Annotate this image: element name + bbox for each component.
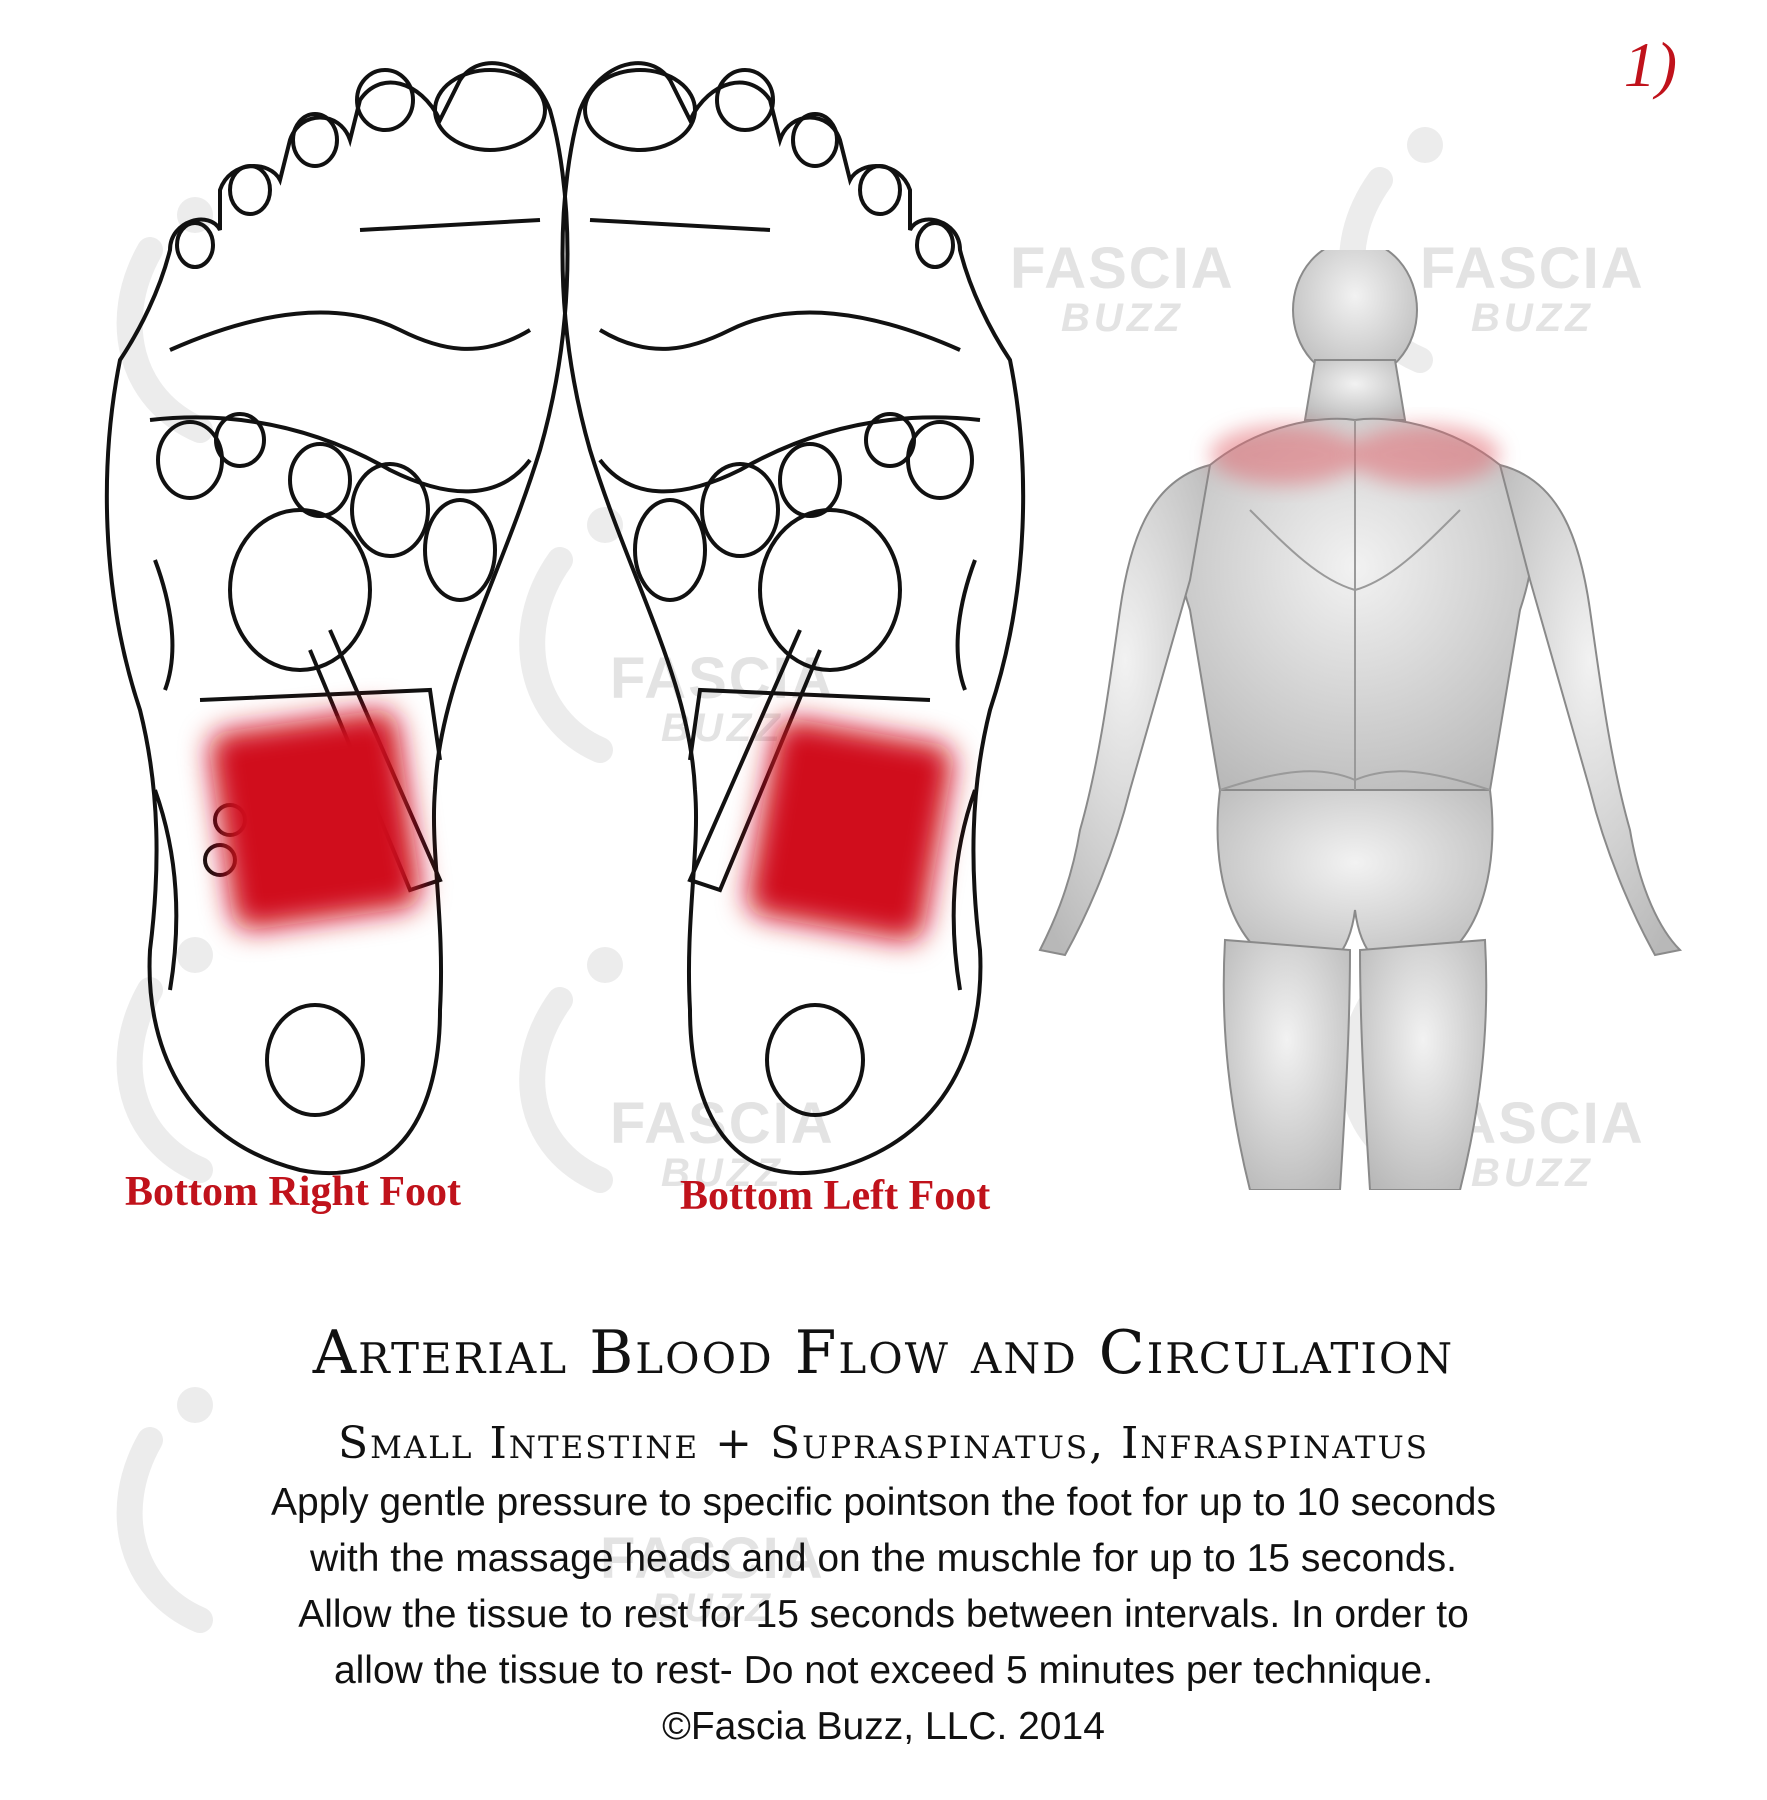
right-foot-label: Bottom Right Foot xyxy=(125,1169,461,1215)
instructions-block: Apply gentle pressure to specific points… xyxy=(0,1475,1767,1755)
left-foot-highlight xyxy=(747,719,953,941)
instruction-line: Allow the tissue to rest for 15 seconds … xyxy=(298,1593,1469,1636)
shoulder-highlight-left xyxy=(1210,425,1360,485)
left-foot-outline xyxy=(560,61,1026,1176)
instruction-line: allow the tissue to rest- Do not exceed … xyxy=(333,1649,1434,1692)
page-number: 1) xyxy=(1623,29,1677,100)
instruction-line: with the massage heads and on the muschl… xyxy=(310,1537,1457,1580)
right-foot-outline xyxy=(104,61,570,1176)
left-foot-label: Bottom Left Foot xyxy=(680,1173,991,1219)
copyright-line: ©Fascia Buzz, LLC. 2014 xyxy=(662,1705,1105,1748)
instruction-line: Apply gentle pressure to specific points… xyxy=(271,1481,1496,1524)
shoulder-highlight-right xyxy=(1350,425,1500,485)
page-title: Arterial Blood Flow and Circulation xyxy=(312,1318,1455,1388)
back-anatomy-figure xyxy=(1038,250,1683,1190)
right-foot-highlight xyxy=(209,710,421,930)
page-subtitle: Small Intestine + Supraspinatus, Infrasp… xyxy=(338,1418,1429,1469)
feet-reflexology-diagram xyxy=(104,61,1026,1176)
body-silhouette xyxy=(1038,250,1683,1190)
